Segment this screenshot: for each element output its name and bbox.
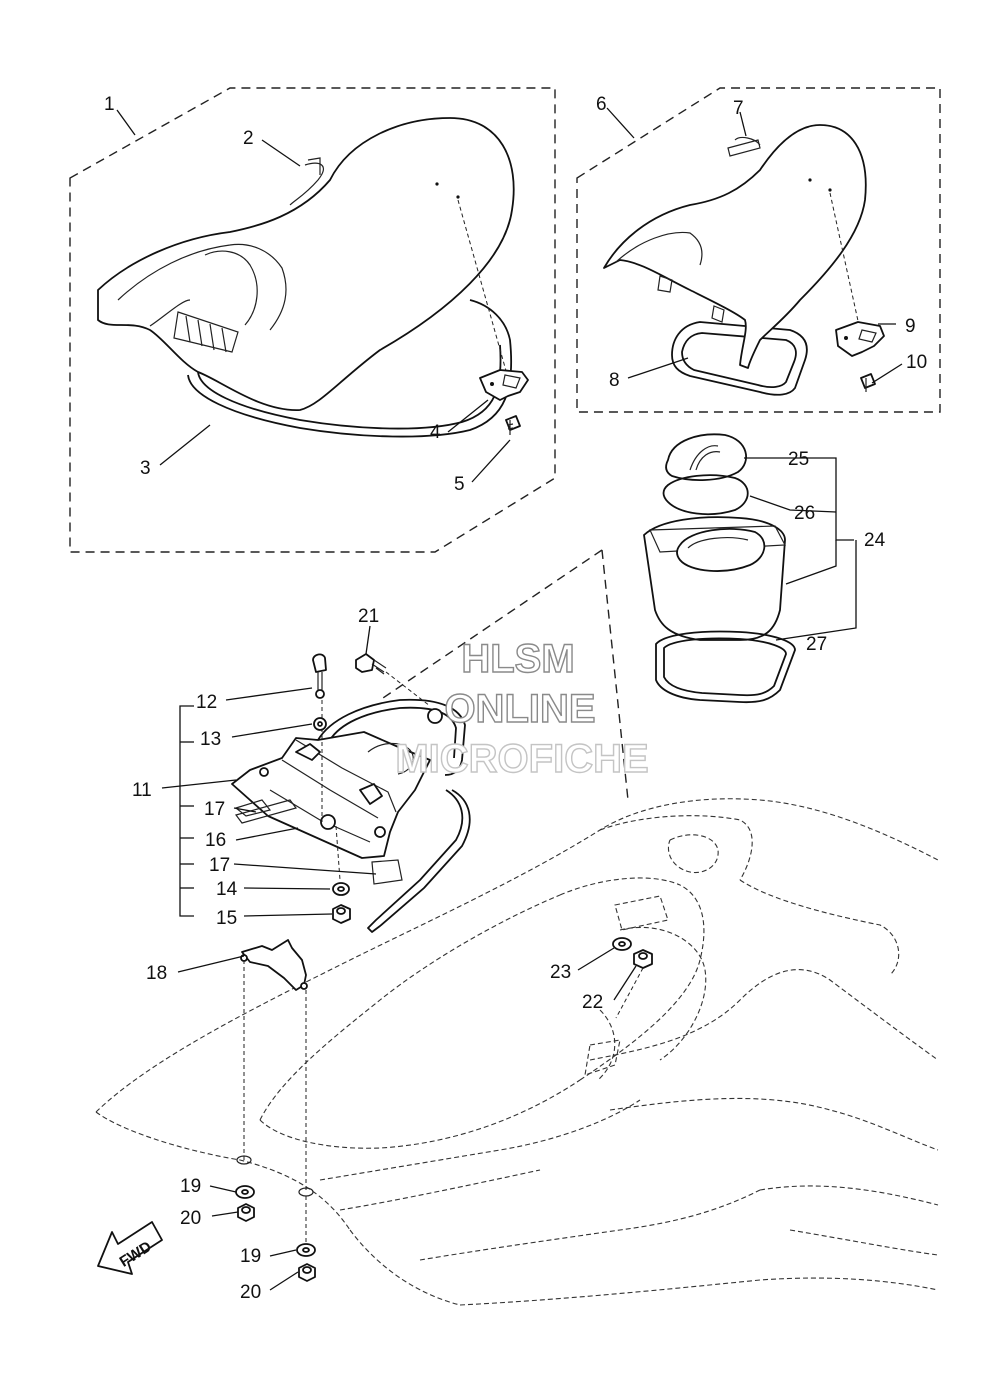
storage-container [643,433,796,704]
callout-27: 27 [806,634,827,655]
callout-21: 21 [358,606,379,627]
part-20-nut-left [237,1203,255,1222]
part-5-screw [505,415,521,435]
rear-seat [97,117,515,438]
hull-mount-hole-left [236,1155,252,1165]
leader-lines [116,107,903,1291]
forward-direction-arrow: FWD [97,1221,163,1275]
callout-25: 25 [788,449,809,470]
callout-13: 13 [200,729,221,750]
callout-labels: 1 2 3 4 5 6 7 8 9 10 11 12 13 14 15 16 1… [104,94,927,1303]
seat-mount-assembly [231,698,471,933]
part-22-guide [615,967,644,1019]
hull-mount-hole-right [298,1187,314,1197]
callout-8: 8 [609,370,620,391]
watermark-line-3: MICROFICHE [395,737,648,781]
callout-17-upper: 17 [204,799,225,820]
callout-9: 9 [905,316,916,337]
callout-11: 11 [132,780,152,801]
callout-14: 14 [216,879,238,900]
storage-group-boundary [379,549,629,801]
part-10-screw [860,373,876,392]
callout-20-left: 20 [180,1208,201,1229]
part-14-washer [332,882,350,896]
part-19-washer-right [296,1243,316,1257]
watermark-line-2: ONLINE [444,687,595,731]
callout-18: 18 [146,963,167,984]
callout-12: 12 [196,692,217,713]
callout-17-lower: 17 [209,855,230,876]
callout-7: 7 [733,98,744,119]
part-4-latch-bracket [479,369,529,401]
callout-2: 2 [243,128,254,149]
part-21-guide [385,671,431,707]
callout-4: 4 [430,422,441,443]
part-19-washer-left [235,1185,255,1199]
part-9-latch-bracket [835,321,885,357]
callout-1: 1 [104,94,115,115]
callout-19-left: 19 [180,1176,201,1197]
seat-assembly-1-boundary [69,87,556,553]
callout-16: 16 [205,830,226,851]
part-10-guide [829,192,861,331]
part-20-nut-right [298,1263,316,1282]
part-15-nut [332,904,351,924]
part-21-bolt [355,653,387,675]
callout-26: 26 [794,503,815,524]
callout-24: 24 [864,530,886,551]
part-12-bolt [312,653,327,699]
part-18-strap [240,939,308,991]
hull-outline [95,798,939,1306]
callout-15: 15 [216,908,237,929]
callout-19-right: 19 [240,1246,261,1267]
part-23-washer [612,937,632,951]
front-seat [603,124,867,396]
part-22-nut [633,949,653,969]
watermark: HLSM ONLINE MICROFICHE [395,636,650,781]
callout-3: 3 [140,458,151,479]
callout-22: 22 [582,992,603,1013]
callout-10: 10 [906,352,927,373]
seat-assembly-6-boundary [576,87,941,413]
callout-6: 6 [596,94,607,115]
callout-23: 23 [550,962,571,983]
callout-5: 5 [454,474,465,495]
part-13-washer-hole [317,721,323,727]
callout-20-right: 20 [240,1282,261,1303]
watermark-line-1: HLSM [461,637,574,681]
